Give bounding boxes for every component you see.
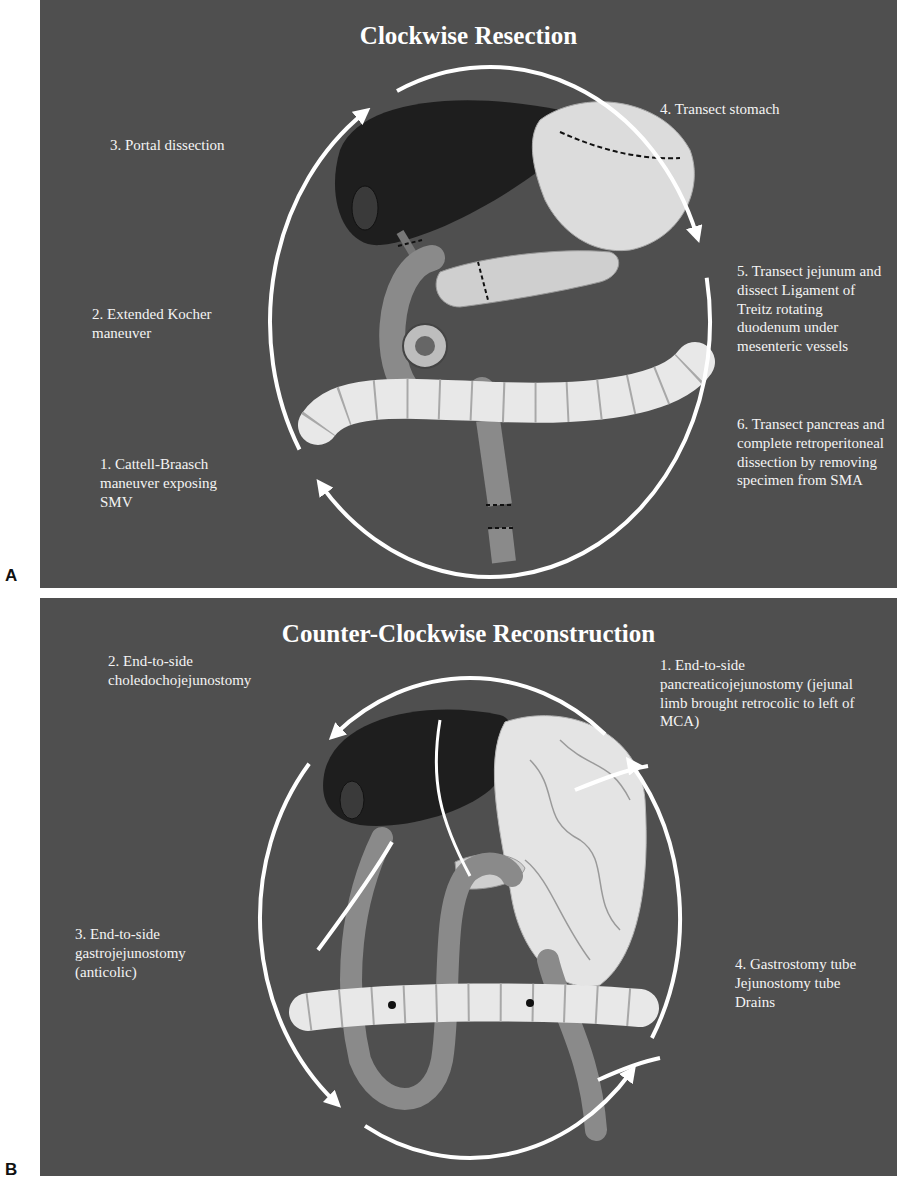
- step-label: 1. Cattell-Braasch maneuver exposing SMV: [100, 455, 250, 511]
- panel-title: Counter-Clockwise Reconstruction: [40, 598, 897, 648]
- clockwise-arrows: [270, 67, 710, 577]
- colon-haustra: [308, 1002, 640, 1012]
- tumor-core: [415, 336, 435, 356]
- efferent-jejunum: [548, 960, 596, 1130]
- panel-letter: B: [5, 1160, 25, 1180]
- jejunostomy-tube: [598, 1058, 660, 1080]
- step-label: 5. Transect jejunum and dissect Ligament…: [737, 262, 889, 356]
- arc-arrow: [335, 678, 605, 734]
- liver: [323, 710, 514, 826]
- pancreas-cut: [478, 262, 488, 300]
- gallbladder: [352, 186, 378, 230]
- arc-arrow: [631, 764, 680, 1038]
- drain-tube: [436, 720, 470, 876]
- gastrostomy-tube: [575, 766, 648, 790]
- jejunum: [488, 420, 500, 505]
- colon-haustra: [318, 362, 695, 425]
- arc-arrow: [260, 764, 335, 1102]
- duodenum: [392, 258, 482, 406]
- jejunum-cut: [486, 504, 514, 506]
- step-label: 2. End-to-side choledochojejunostomy: [108, 652, 308, 690]
- resection-anatomy: [318, 100, 695, 562]
- panel-letter: A: [5, 566, 25, 586]
- step-label: 3. End-to-side gastrojejunostomy (antico…: [75, 925, 240, 981]
- pancreas: [436, 251, 619, 307]
- bile-duct-cut: [398, 240, 422, 246]
- panel-title: Clockwise Resection: [40, 0, 897, 50]
- reconstruction-anatomy: [308, 710, 660, 1130]
- step-label: 6. Transect pancreas and complete retrop…: [737, 415, 889, 490]
- arc-arrow: [322, 278, 711, 577]
- arc-arrow: [270, 113, 364, 449]
- step-label: 1. End-to-side pancreaticojejunostomy (j…: [660, 656, 865, 731]
- suture: [388, 1001, 396, 1009]
- colon: [318, 362, 695, 425]
- stomach-cut: [560, 132, 680, 158]
- jejunal-limb: [351, 838, 512, 1099]
- gallbladder: [340, 781, 364, 819]
- counter-clockwise-arrows: [260, 678, 680, 1158]
- bile-duct: [400, 232, 418, 262]
- arc-arrow: [365, 1072, 631, 1158]
- jejunum-distal: [500, 528, 504, 562]
- drain-tube: [318, 842, 392, 950]
- step-label: 2. Extended Kocher maneuver: [92, 305, 242, 343]
- step-label: 4. Transect stomach: [660, 100, 860, 119]
- step-label: 4. Gastrostomy tube Jejunostomy tube Dra…: [735, 955, 880, 1011]
- tumor: [403, 324, 447, 368]
- stomach-omentum: [494, 716, 646, 987]
- liver: [335, 100, 572, 245]
- arc-arrow: [397, 67, 697, 235]
- step-label: 3. Portal dissection: [110, 136, 280, 155]
- omental-vessels: [525, 740, 630, 960]
- suture: [526, 999, 534, 1007]
- jejunum-distal-cut: [488, 527, 514, 529]
- pancreas-remnant: [455, 854, 525, 889]
- stomach: [532, 102, 694, 251]
- colon: [308, 1002, 640, 1012]
